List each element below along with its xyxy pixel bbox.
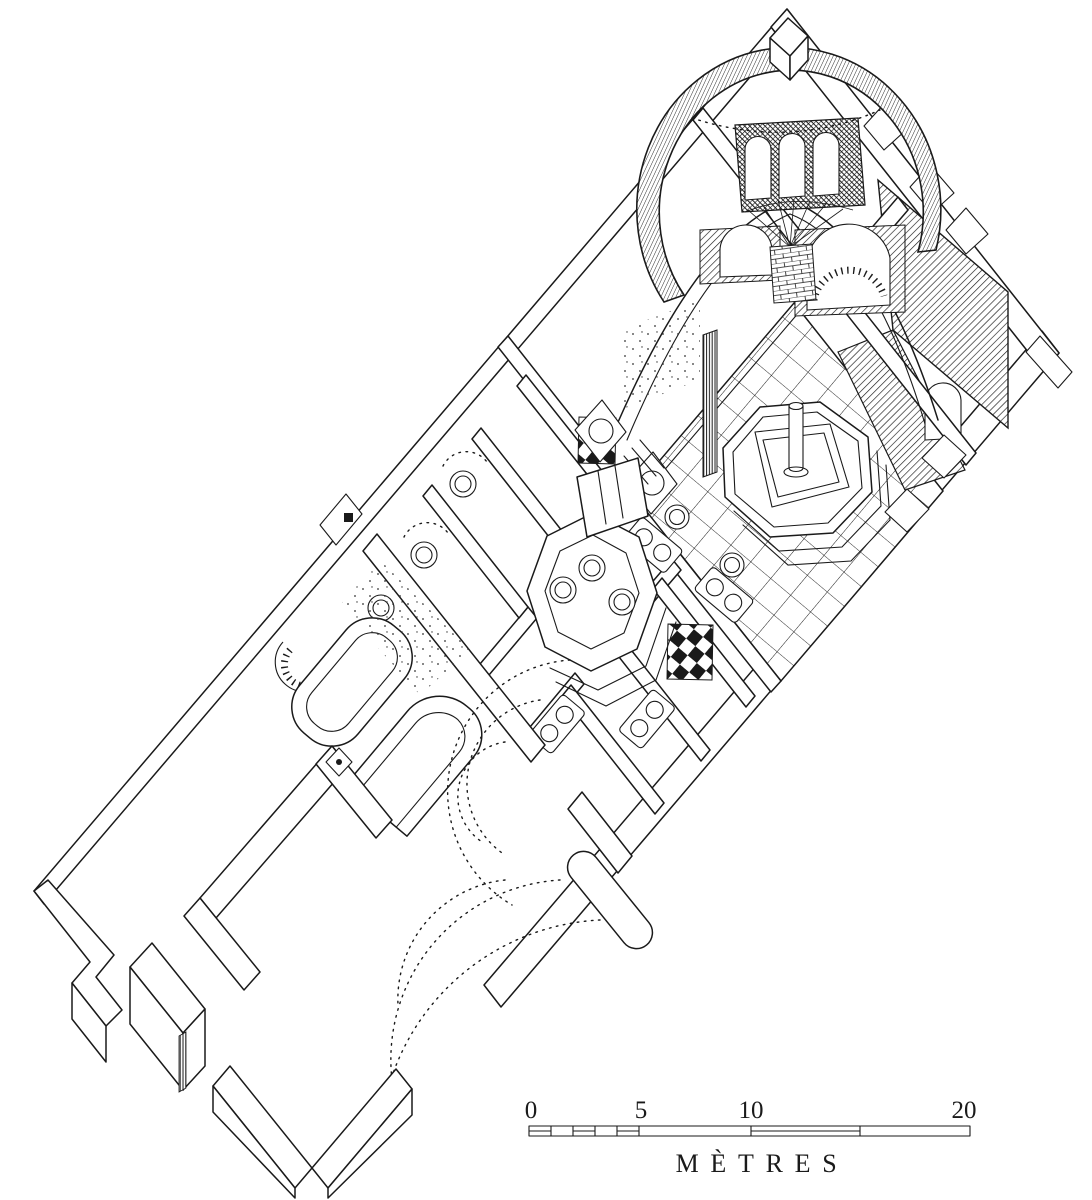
dome-hall <box>497 17 1009 693</box>
scale-bar-divisions <box>528 1125 861 1137</box>
stippled-floor <box>340 560 470 695</box>
plunge-pool <box>722 401 891 566</box>
rounded-wall-top <box>566 850 654 950</box>
drum-window-arch <box>744 135 772 201</box>
scale-tick-20: 20 <box>952 1097 977 1124</box>
scale-unit-label: MÈTRES <box>676 1149 849 1178</box>
curved-platform <box>344 695 483 837</box>
vault-reconstruction-dotted <box>379 659 601 1136</box>
fountain-column-top <box>788 401 804 411</box>
bench <box>921 434 967 479</box>
cubicle-wall <box>561 684 665 815</box>
dome-shell-section <box>636 46 942 303</box>
round-basin <box>664 504 690 530</box>
service-rooms <box>274 374 756 950</box>
checker-floor <box>666 623 714 681</box>
scale-tick-0: 0 <box>525 1097 538 1124</box>
twin-basin-tub <box>694 567 754 623</box>
stippled-wall-face <box>620 300 700 410</box>
voussoir-ticks <box>810 266 888 301</box>
courtyard-inner-room <box>183 745 393 991</box>
scale-tick-5: 5 <box>635 1097 648 1124</box>
fountain-column-base <box>783 466 809 478</box>
brick-pier <box>769 243 817 304</box>
scale-bar: 0 5 10 20 MÈTRES <box>525 1097 977 1178</box>
entrance-porch <box>319 493 363 546</box>
end-wall-fragment <box>33 879 123 1063</box>
cubicle-wall <box>422 484 529 619</box>
lantern-block <box>769 17 809 81</box>
courtyard-cross-wall <box>567 791 633 874</box>
round-basin <box>719 552 745 578</box>
corner-pier <box>212 1065 413 1199</box>
cut-wall-sliver <box>702 329 718 478</box>
pool-step <box>733 450 882 552</box>
drum-window-arch <box>778 132 806 199</box>
round-basin <box>442 450 488 498</box>
corridor-wall <box>479 606 538 676</box>
vault-arch <box>719 224 773 278</box>
round-basin <box>403 521 449 569</box>
drum-window-arch <box>812 131 840 197</box>
scale-tick-10: 10 <box>739 1097 764 1124</box>
twin-basin-tub <box>619 689 675 749</box>
fountain-column <box>788 405 804 473</box>
door-pier <box>129 942 206 1093</box>
porch-vent <box>344 513 353 522</box>
bench <box>884 488 930 533</box>
parapet-step <box>945 207 989 255</box>
octagonal-fountain <box>526 457 677 707</box>
squinch-fan <box>744 198 854 248</box>
standing-wall-fragment <box>576 457 649 538</box>
courtyard <box>33 533 633 1199</box>
parapet-step <box>1025 335 1073 389</box>
square-tub <box>574 399 627 463</box>
pool-step <box>742 464 891 566</box>
